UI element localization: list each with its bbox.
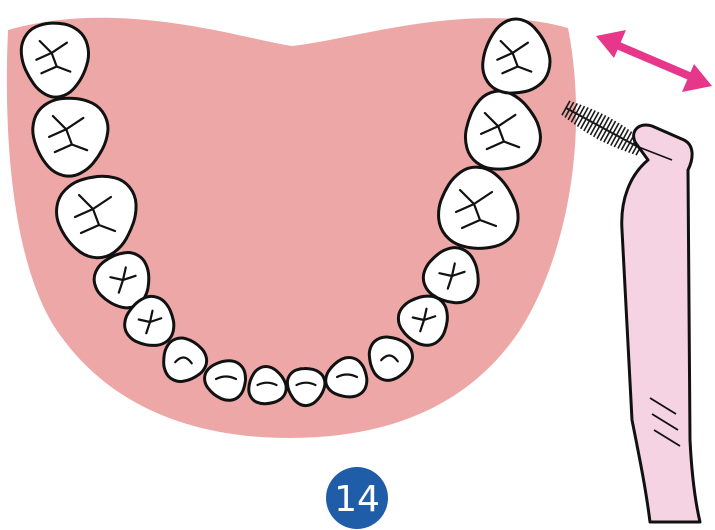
interdental-brush-icon	[562, 101, 700, 522]
brush-handle	[622, 125, 700, 522]
step-number-badge: 14	[326, 467, 388, 529]
double-arrow-icon	[596, 30, 712, 92]
step-number: 14	[334, 479, 380, 520]
